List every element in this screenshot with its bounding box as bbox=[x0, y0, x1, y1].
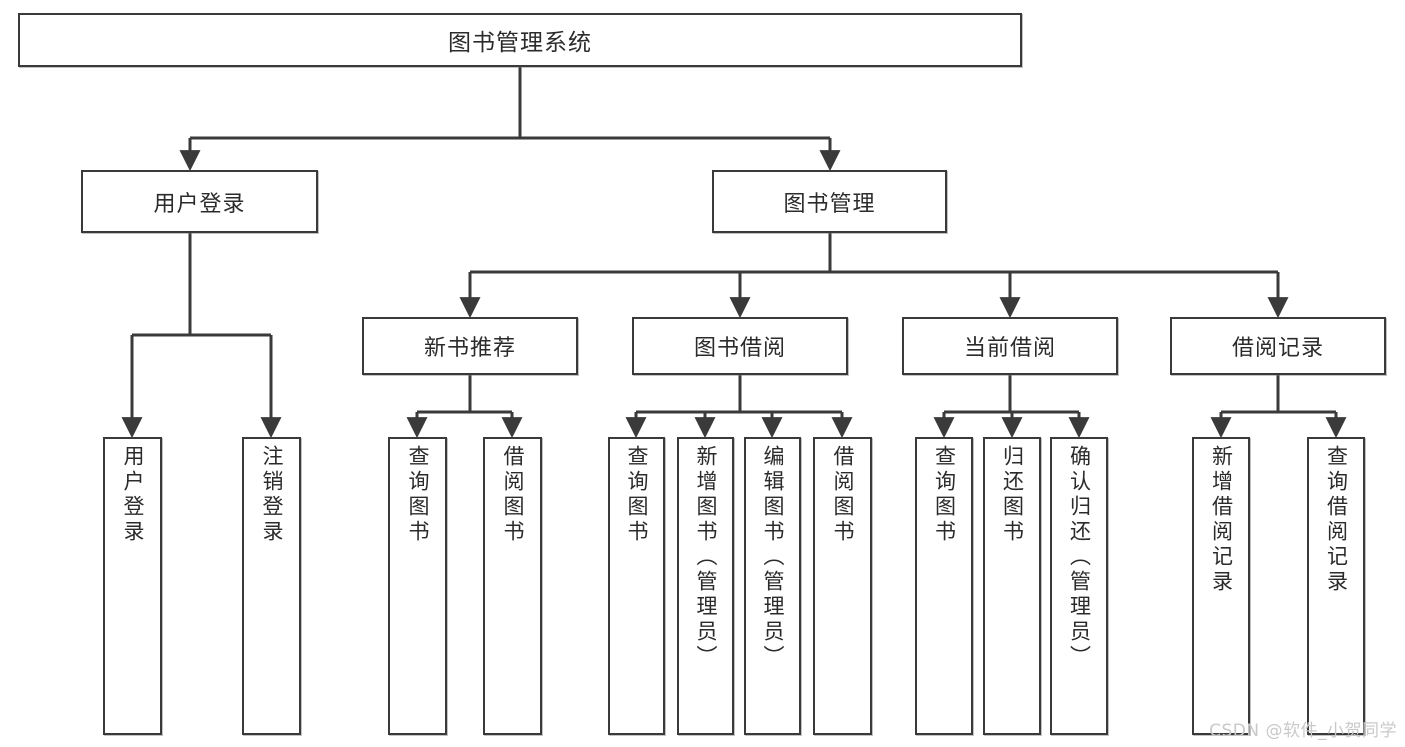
leaf-node-label: 用户登录 bbox=[121, 445, 145, 545]
leaf-node-label: 注销登录 bbox=[260, 445, 284, 545]
leaf-node[interactable]: 注销登录 bbox=[242, 437, 301, 735]
leaf-node-label: 新增图书（管理员） bbox=[694, 445, 718, 670]
leaf-node[interactable]: 用户登录 bbox=[103, 437, 162, 735]
leaf-node-label: 查询图书 bbox=[932, 445, 957, 545]
leaf-node-label: 查询图书 bbox=[406, 445, 430, 545]
node-borrow-record[interactable]: 借阅记录 bbox=[1170, 317, 1386, 375]
leaf-node[interactable]: 归还图书 bbox=[983, 437, 1041, 735]
leaf-node-label: 新增借阅记录 bbox=[1209, 445, 1234, 595]
leaf-node-label: 查询图书 bbox=[625, 445, 649, 545]
node-book-management[interactable]: 图书管理 bbox=[712, 170, 947, 233]
node-new-book-recommend-label: 新书推荐 bbox=[423, 336, 516, 361]
leaf-node[interactable]: 查询借阅记录 bbox=[1307, 437, 1365, 735]
leaf-node[interactable]: 查询图书 bbox=[608, 437, 665, 735]
node-borrow-record-label: 借阅记录 bbox=[1231, 336, 1324, 361]
leaf-node[interactable]: 查询图书 bbox=[388, 437, 447, 735]
node-user-login-label: 用户登录 bbox=[153, 191, 246, 217]
leaf-node-label: 查询借阅记录 bbox=[1324, 445, 1349, 595]
leaf-node-label: 借阅图书 bbox=[501, 445, 525, 545]
node-root-label: 图书管理系统 bbox=[448, 30, 592, 56]
node-root[interactable]: 图书管理系统 bbox=[18, 13, 1022, 67]
node-book-borrow-label: 图书借阅 bbox=[693, 336, 786, 361]
leaf-node[interactable]: 借阅图书 bbox=[483, 437, 542, 735]
node-book-borrow[interactable]: 图书借阅 bbox=[632, 317, 848, 375]
leaf-node-label: 归还图书 bbox=[1000, 445, 1025, 545]
leaf-node[interactable]: 编辑图书（管理员） bbox=[744, 437, 801, 735]
node-new-book-recommend[interactable]: 新书推荐 bbox=[362, 317, 578, 375]
leaf-node-label: 确认归还（管理员） bbox=[1067, 445, 1092, 670]
node-current-borrow-label: 当前借阅 bbox=[963, 336, 1056, 361]
leaf-node[interactable]: 新增图书（管理员） bbox=[677, 437, 734, 735]
leaf-node-label: 借阅图书 bbox=[831, 445, 855, 545]
csdn-watermark: CSDN @软件_小贺同学 bbox=[1209, 721, 1397, 741]
node-current-borrow[interactable]: 当前借阅 bbox=[902, 317, 1118, 375]
leaf-node[interactable]: 查询图书 bbox=[915, 437, 973, 735]
leaf-node[interactable]: 借阅图书 bbox=[813, 437, 872, 735]
leaf-node[interactable]: 确认归还（管理员） bbox=[1050, 437, 1108, 735]
leaf-node-label: 编辑图书（管理员） bbox=[761, 445, 785, 670]
node-user-login[interactable]: 用户登录 bbox=[81, 170, 318, 233]
node-book-management-label: 图书管理 bbox=[783, 191, 876, 217]
leaf-node[interactable]: 新增借阅记录 bbox=[1192, 437, 1250, 735]
